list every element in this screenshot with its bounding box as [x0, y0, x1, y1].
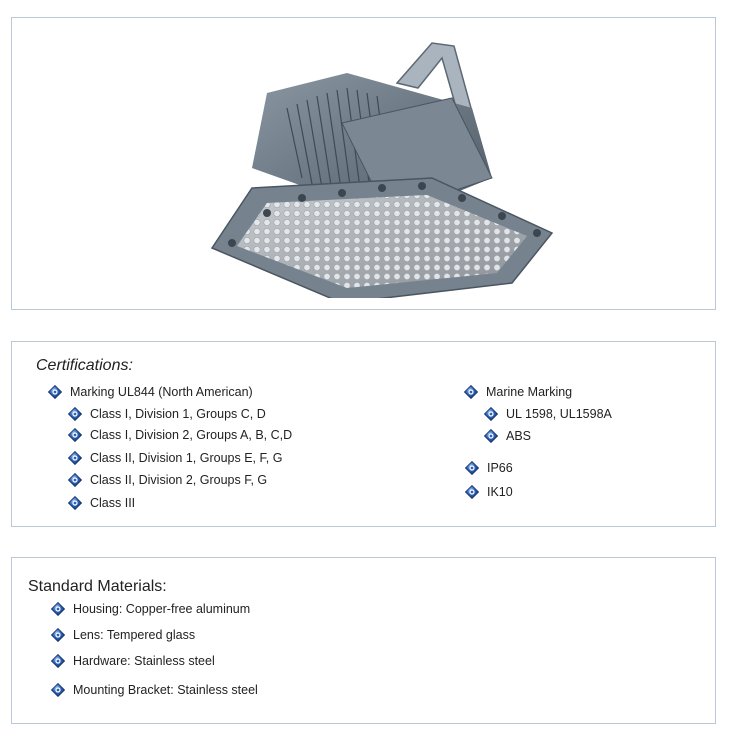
diamond-bullet-icon	[68, 407, 82, 421]
material-item: Mounting Bracket: Stainless steel	[51, 683, 258, 697]
cert-item: Class II, Division 1, Groups E, F, G	[68, 451, 282, 465]
product-image-panel	[11, 17, 716, 310]
diamond-bullet-icon	[51, 654, 65, 668]
material-item: Hardware: Stainless steel	[51, 654, 215, 668]
diamond-bullet-icon	[68, 473, 82, 487]
cert-item-ip66: IP66	[465, 461, 513, 475]
diamond-bullet-icon	[68, 428, 82, 442]
diamond-bullet-icon	[484, 429, 498, 443]
diamond-bullet-icon	[51, 628, 65, 642]
diamond-bullet-icon	[48, 385, 62, 399]
cert-heading-ul844: Marking UL844 (North American)	[48, 385, 253, 399]
certifications-title: Certifications:	[36, 357, 133, 374]
material-item: Lens: Tempered glass	[51, 628, 195, 642]
materials-panel: Standard Materials: Housing: Copper-free…	[11, 557, 716, 724]
diamond-bullet-icon	[465, 461, 479, 475]
diamond-bullet-icon	[484, 407, 498, 421]
diamond-bullet-icon	[51, 683, 65, 697]
cert-item: ABS	[484, 429, 531, 443]
cert-item: Class III	[68, 496, 135, 510]
cert-item-ik10: IK10	[465, 485, 513, 499]
diamond-bullet-icon	[465, 485, 479, 499]
cert-item: Class II, Division 2, Groups F, G	[68, 473, 267, 487]
cert-heading-marine: Marine Marking	[464, 385, 572, 399]
cert-item: Class I, Division 1, Groups C, D	[68, 407, 266, 421]
materials-title: Standard Materials:	[28, 578, 167, 595]
certifications-panel: Certifications: Marking UL844 (North Ame…	[11, 341, 716, 527]
material-item: Housing: Copper-free aluminum	[51, 602, 250, 616]
diamond-bullet-icon	[68, 496, 82, 510]
diamond-bullet-icon	[51, 602, 65, 616]
flood-light-image	[210, 42, 554, 298]
cert-item: UL 1598, UL1598A	[484, 407, 612, 421]
cert-item: Class I, Division 2, Groups A, B, C,D	[68, 428, 292, 442]
diamond-bullet-icon	[464, 385, 478, 399]
diamond-bullet-icon	[68, 451, 82, 465]
